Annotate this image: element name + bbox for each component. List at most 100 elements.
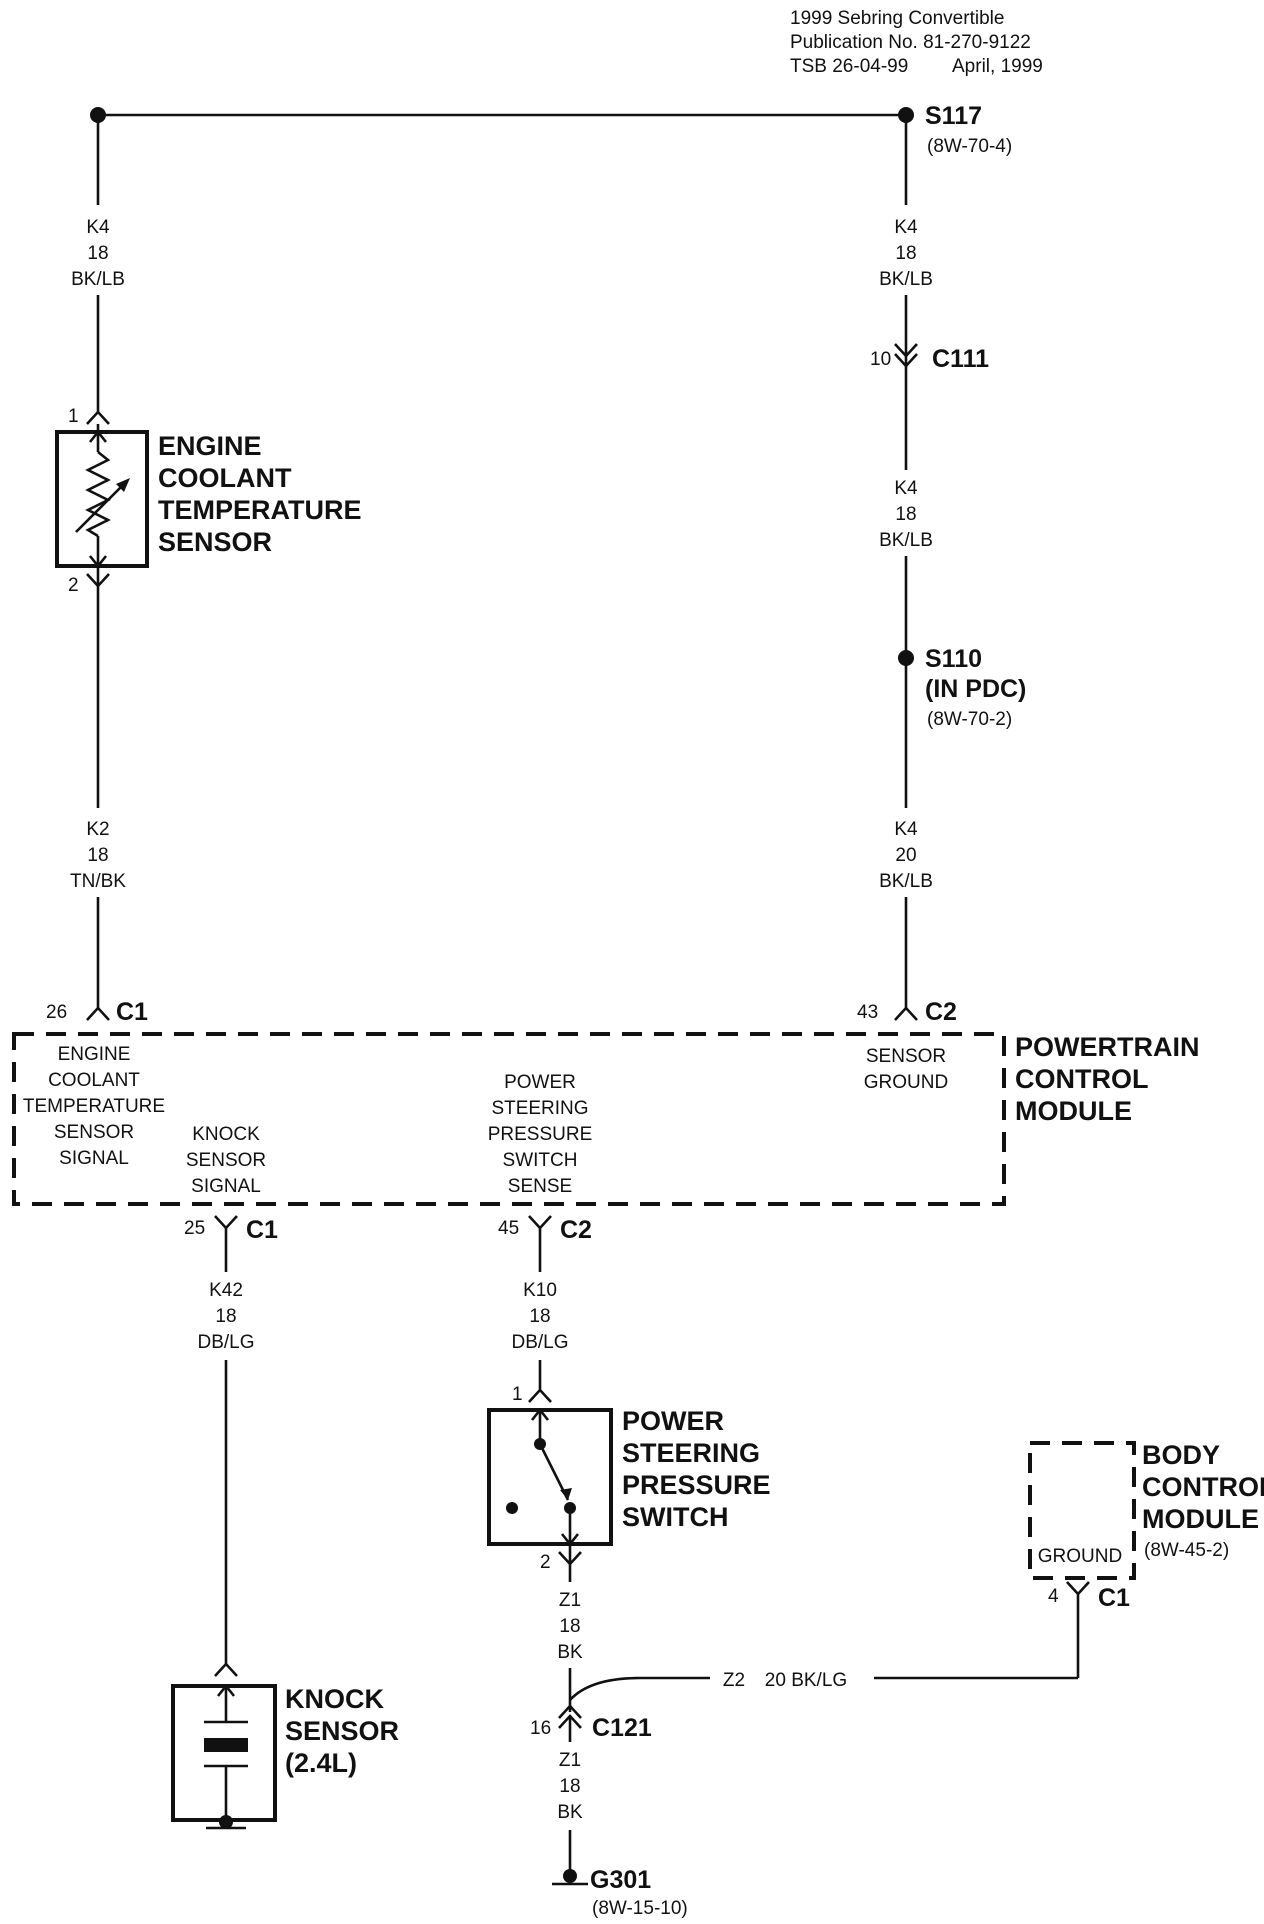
svg-text:18: 18 xyxy=(895,243,916,264)
svg-text:K4: K4 xyxy=(894,819,918,840)
svg-text:BODY: BODY xyxy=(1142,1440,1220,1470)
g301-ground: G301 (8W-15-10) xyxy=(552,1866,688,1919)
ps-pin-2: 2 xyxy=(540,1552,551,1573)
svg-text:DB/LG: DB/LG xyxy=(511,1332,568,1353)
svg-text:TEMPERATURE: TEMPERATURE xyxy=(158,495,362,525)
body-control-module: GROUND BODY CONTROL MODULE (8W-45-2) xyxy=(1028,1440,1264,1580)
ps-pin-1: 1 xyxy=(512,1384,523,1405)
svg-text:SWITCH: SWITCH xyxy=(622,1502,728,1532)
svg-text:KNOCK: KNOCK xyxy=(285,1684,384,1714)
svg-text:MODULE: MODULE xyxy=(1015,1096,1132,1126)
ps-pressure-switch: POWER STEERING PRESSURE SWITCH xyxy=(487,1406,771,1547)
ground-icon xyxy=(563,1869,577,1883)
wire-label-right-top: K4 18 BK/LB xyxy=(879,217,933,290)
svg-text:K4: K4 xyxy=(86,217,110,238)
ground-icon xyxy=(219,1815,233,1829)
connector-symbol xyxy=(528,1388,552,1403)
c121-pin: 16 xyxy=(530,1718,551,1739)
connector-symbol xyxy=(86,410,110,425)
pcm-pin-43: 43 xyxy=(857,1002,878,1023)
wire-label-right-low: K4 20 BK/LB xyxy=(879,819,933,892)
svg-text:BK/LB: BK/LB xyxy=(879,871,933,892)
svg-text:SIGNAL: SIGNAL xyxy=(59,1148,129,1169)
svg-text:18: 18 xyxy=(895,504,916,525)
svg-text:POWERTRAIN: POWERTRAIN xyxy=(1015,1032,1200,1062)
svg-text:BK/LB: BK/LB xyxy=(879,530,933,551)
wire-label-k42: K42 18 DB/LG xyxy=(197,1280,254,1353)
wire-label-k2: K2 18 TN/BK xyxy=(70,819,126,892)
wire-label-k10: K10 18 DB/LG xyxy=(511,1280,568,1353)
wire-label-left-top: K4 18 BK/LB xyxy=(71,217,125,290)
bcm-box xyxy=(1028,1441,1136,1580)
svg-text:CONTROL: CONTROL xyxy=(1015,1064,1148,1094)
c121-connector: 16 C121 xyxy=(530,1704,652,1742)
s110-location: (IN PDC) xyxy=(925,675,1026,703)
svg-text:ENGINE: ENGINE xyxy=(58,1044,131,1065)
pcm-box xyxy=(12,1032,1006,1206)
g301-ref: (8W-15-10) xyxy=(592,1898,688,1919)
svg-text:ENGINE: ENGINE xyxy=(158,431,262,461)
svg-text:(2.4L): (2.4L) xyxy=(285,1748,357,1778)
svg-text:K2: K2 xyxy=(86,819,109,840)
header-date: April, 1999 xyxy=(952,56,1043,77)
svg-text:18: 18 xyxy=(87,243,108,264)
c111-pin: 10 xyxy=(870,349,891,370)
ps-switch-box xyxy=(487,1408,613,1546)
svg-text:18: 18 xyxy=(559,1616,580,1637)
s110-label: S110 xyxy=(925,645,982,673)
bcm-ground-label: GROUND xyxy=(1038,1546,1122,1567)
svg-text:SENSOR: SENSOR xyxy=(158,527,272,557)
svg-text:SENSOR: SENSOR xyxy=(186,1150,266,1171)
knock-sensor: KNOCK SENSOR (2.4L) xyxy=(171,1683,399,1830)
wire-label-z1-lower: Z1 18 BK xyxy=(557,1750,583,1823)
powertrain-control-module: POWERTRAIN CONTROL MODULE ENGINE COOLANT… xyxy=(12,1032,1200,1206)
svg-text:PRESSURE: PRESSURE xyxy=(488,1124,593,1145)
ect-sensor: ENGINE COOLANT TEMPERATURE SENSOR xyxy=(55,424,362,569)
connector-symbol xyxy=(86,1006,110,1021)
z2-circuit: Z2 xyxy=(723,1670,745,1691)
s110-splice: S110 (IN PDC) (8W-70-2) xyxy=(898,645,1026,730)
svg-text:GROUND: GROUND xyxy=(864,1072,948,1093)
svg-text:SENSOR: SENSOR xyxy=(285,1716,399,1746)
svg-text:SENSOR: SENSOR xyxy=(54,1122,134,1143)
c121-label: C121 xyxy=(592,1714,652,1742)
pcm-c1-bottom-label: C1 xyxy=(246,1216,278,1244)
pcm-ps-sense-label: POWER STEERING PRESSURE SWITCH SENSE xyxy=(488,1072,593,1197)
bcm-c1-label: C1 xyxy=(1098,1584,1130,1612)
pcm-c2-bottom-label: C2 xyxy=(560,1216,592,1244)
s117-label: S117 xyxy=(925,102,982,130)
header-line-2: Publication No. 81-270-9122 xyxy=(790,32,1031,53)
svg-text:BK: BK xyxy=(557,1642,583,1663)
pcm-pin-26: 26 xyxy=(46,1002,67,1023)
svg-text:K4: K4 xyxy=(894,217,918,238)
svg-text:MODULE: MODULE xyxy=(1142,1504,1259,1534)
s110-ref: (8W-70-2) xyxy=(927,709,1012,730)
pcm-ect-signal-label: ENGINE COOLANT TEMPERATURE SENSOR SIGNAL xyxy=(23,1044,165,1169)
z2-wire xyxy=(569,1676,710,1701)
connector-symbol xyxy=(894,1006,918,1021)
wire-label-z1-upper: Z1 18 BK xyxy=(557,1590,583,1663)
ect-pin-1: 1 xyxy=(68,406,79,427)
pcm-sensor-ground-label: SENSOR GROUND xyxy=(864,1046,948,1093)
svg-text:BK: BK xyxy=(557,1802,583,1823)
svg-text:K4: K4 xyxy=(894,478,918,499)
c111-connector: 10 C111 xyxy=(870,343,989,373)
connector-symbol xyxy=(214,1662,238,1677)
svg-text:STEERING: STEERING xyxy=(491,1098,588,1119)
svg-text:TEMPERATURE: TEMPERATURE xyxy=(23,1096,165,1117)
svg-text:18: 18 xyxy=(87,845,108,866)
thermistor-resistor-icon xyxy=(85,450,111,538)
svg-text:Z1: Z1 xyxy=(559,1750,581,1771)
svg-text:POWER: POWER xyxy=(504,1072,576,1093)
svg-text:SENSOR: SENSOR xyxy=(866,1046,946,1067)
connector-symbol xyxy=(1066,1581,1090,1596)
header-line-3: TSB 26-04-99 xyxy=(790,56,908,77)
svg-text:SENSE: SENSE xyxy=(508,1176,572,1197)
svg-text:COOLANT: COOLANT xyxy=(48,1070,140,1091)
svg-text:SWITCH: SWITCH xyxy=(503,1150,578,1171)
svg-text:COOLANT: COOLANT xyxy=(158,463,292,493)
s117-ref: (8W-70-4) xyxy=(927,136,1012,157)
svg-text:SIGNAL: SIGNAL xyxy=(191,1176,261,1197)
svg-text:STEERING: STEERING xyxy=(622,1438,760,1468)
